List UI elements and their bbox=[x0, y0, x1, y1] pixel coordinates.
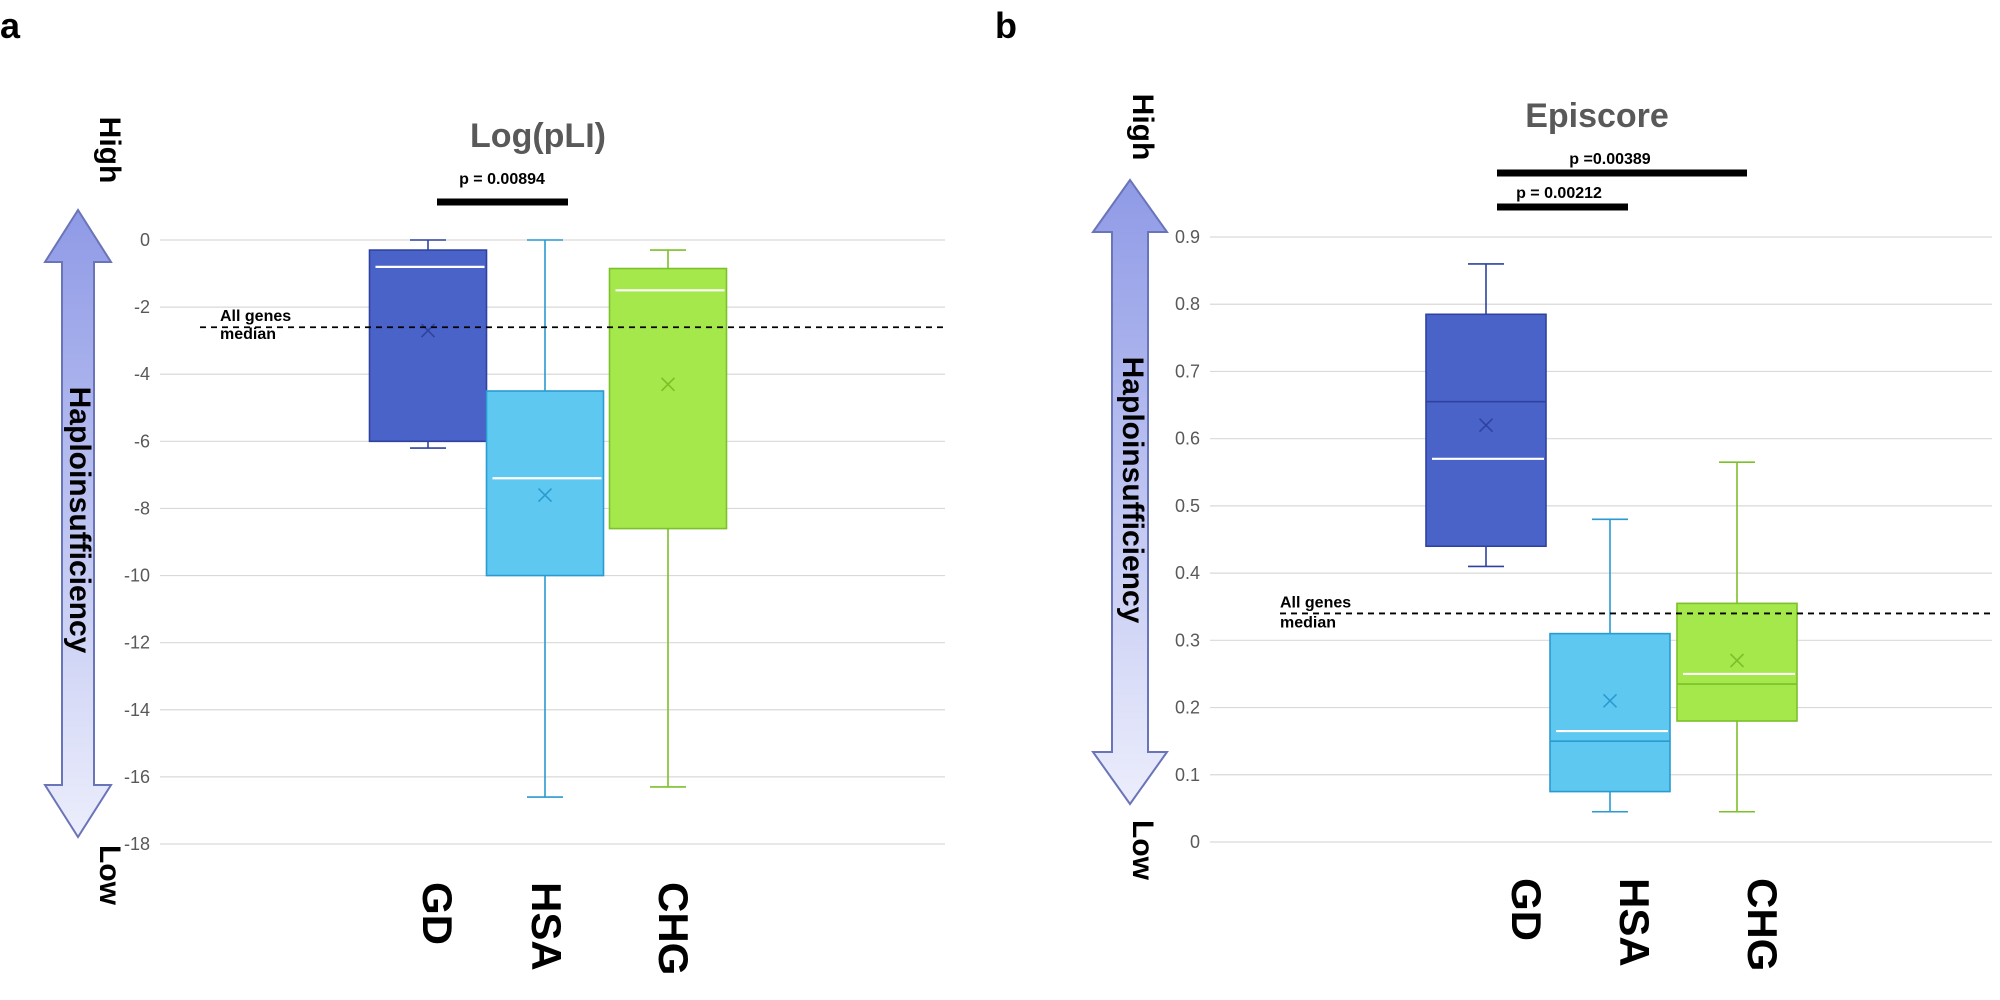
double-arrow-shape-a bbox=[43, 208, 113, 839]
panel-label-b: b bbox=[995, 5, 1017, 46]
y-tick-label-a-1: -2 bbox=[134, 297, 150, 317]
all-genes-median-label-b-line2: median bbox=[1280, 614, 1336, 631]
y-tick-label-a-0: 0 bbox=[140, 230, 150, 250]
box-iqr-b-hsa bbox=[1549, 632, 1671, 793]
y-tick-label-a-2: -4 bbox=[134, 364, 150, 384]
significance-label-b-1: p =0.00389 bbox=[1569, 151, 1651, 168]
all-genes-median-label-a-line2: median bbox=[220, 326, 276, 343]
box-iqr-b-gd bbox=[1425, 313, 1547, 548]
boxes-a bbox=[368, 239, 728, 798]
y-tick-label-b-5: 0.5 bbox=[1175, 496, 1200, 516]
mean-marker-a-gd bbox=[420, 323, 436, 338]
arrow-axis-label-b: Haploinsufficiency bbox=[1116, 357, 1149, 624]
y-tick-label-b-2: 0.2 bbox=[1175, 698, 1200, 718]
y-tick-label-a-7: -14 bbox=[124, 700, 150, 720]
category-label-a-chg: CHG bbox=[650, 882, 697, 975]
significance-label-a-1: p = 0.00894 bbox=[459, 171, 545, 188]
box-iqr-b-chg bbox=[1676, 602, 1798, 722]
chart-title-a: Log(pLI) bbox=[470, 117, 606, 155]
mean-marker-a-hsa bbox=[537, 487, 553, 503]
y-tick-label-b-6: 0.6 bbox=[1175, 429, 1200, 449]
box-iqr-a-gd bbox=[368, 249, 488, 443]
plot-a: Log(pLI) 0 -2 -4 -6 -8 -10 -12 -14 -16 -18 All ge… bbox=[124, 117, 945, 975]
all-genes-median-label-a-line1: All genes bbox=[220, 308, 291, 325]
y-tick-label-a-6: -12 bbox=[124, 633, 150, 653]
y-tick-labels-b: 0 0.1 0.2 0.3 0.4 0.5 0.6 0.7 0.8 0.9 bbox=[1175, 227, 1200, 852]
panel-a: a High Low Haploinsufficiency Log(pLI) 0… bbox=[0, 5, 945, 975]
box-a-chg bbox=[608, 249, 728, 788]
box-b-hsa bbox=[1549, 518, 1671, 813]
panel-b: b High Low Haploinsufficiency Episcore 0… bbox=[995, 5, 1992, 971]
y-tick-label-a-8: -16 bbox=[124, 767, 150, 787]
significance-label-b-2: p = 0.00212 bbox=[1516, 185, 1602, 202]
y-tick-label-a-3: -6 bbox=[134, 431, 150, 451]
haploinsufficiency-arrow-b: High Low Haploinsufficiency bbox=[1091, 94, 1169, 881]
category-label-a-gd: GD bbox=[414, 882, 461, 945]
y-tick-label-a-4: -8 bbox=[134, 498, 150, 518]
y-tick-label-a-9: -18 bbox=[124, 834, 150, 854]
arrow-bottom-label-b: Low bbox=[1126, 820, 1159, 881]
box-b-chg bbox=[1676, 461, 1798, 813]
box-b-gd bbox=[1425, 263, 1547, 568]
category-label-b-hsa: HSA bbox=[1611, 878, 1658, 967]
double-arrow-shape-b bbox=[1091, 178, 1169, 806]
boxes-b bbox=[1425, 263, 1798, 813]
gridlines-a bbox=[160, 239, 945, 845]
y-tick-label-b-1: 0.1 bbox=[1175, 765, 1200, 785]
arrow-axis-label-a: Haploinsufficiency bbox=[63, 387, 96, 654]
box-a-hsa bbox=[485, 239, 605, 798]
haploinsufficiency-arrow-a: High Low Haploinsufficiency bbox=[43, 117, 126, 906]
significance-bars-b: p =0.00389 p = 0.00212 bbox=[1497, 151, 1747, 211]
mean-marker-b-chg bbox=[1729, 653, 1745, 668]
category-labels-b: GD HSA CHG bbox=[1503, 878, 1786, 971]
category-label-b-chg: CHG bbox=[1739, 878, 1786, 971]
box-iqr-a-hsa bbox=[485, 390, 605, 577]
category-labels-a: GD HSA CHG bbox=[414, 882, 697, 975]
significance-bars-a: p = 0.00894 bbox=[437, 171, 568, 206]
arrow-top-label-a: High bbox=[93, 117, 126, 184]
plot-b: Episcore 0 0.1 0.2 0.3 0.4 0.5 0.6 0.7 0.8 0.9 Al… bbox=[1175, 97, 1992, 971]
mean-marker-a-chg bbox=[660, 377, 676, 392]
box-a-gd bbox=[368, 239, 488, 449]
mean-marker-b-gd bbox=[1478, 418, 1494, 433]
y-tick-labels-a: 0 -2 -4 -6 -8 -10 -12 -14 -16 -18 bbox=[124, 230, 150, 854]
y-tick-label-b-8: 0.8 bbox=[1175, 294, 1200, 314]
y-tick-label-a-5: -10 bbox=[124, 566, 150, 586]
category-label-a-hsa: HSA bbox=[523, 882, 570, 971]
panel-label-a: a bbox=[0, 5, 21, 46]
y-tick-label-b-9: 0.9 bbox=[1175, 227, 1200, 247]
chart-title-b: Episcore bbox=[1525, 97, 1669, 135]
mean-marker-b-hsa bbox=[1602, 693, 1618, 708]
y-tick-label-b-0: 0 bbox=[1190, 832, 1200, 852]
y-tick-label-b-4: 0.4 bbox=[1175, 563, 1200, 583]
box-iqr-a-chg bbox=[608, 267, 728, 530]
all-genes-median-label-b-line1: All genes bbox=[1280, 594, 1351, 611]
arrow-top-label-b: High bbox=[1126, 94, 1159, 161]
arrow-bottom-label-a: Low bbox=[93, 845, 126, 906]
category-label-b-gd: GD bbox=[1503, 878, 1550, 941]
y-tick-label-b-3: 0.3 bbox=[1175, 630, 1200, 650]
y-tick-label-b-7: 0.7 bbox=[1175, 361, 1200, 381]
